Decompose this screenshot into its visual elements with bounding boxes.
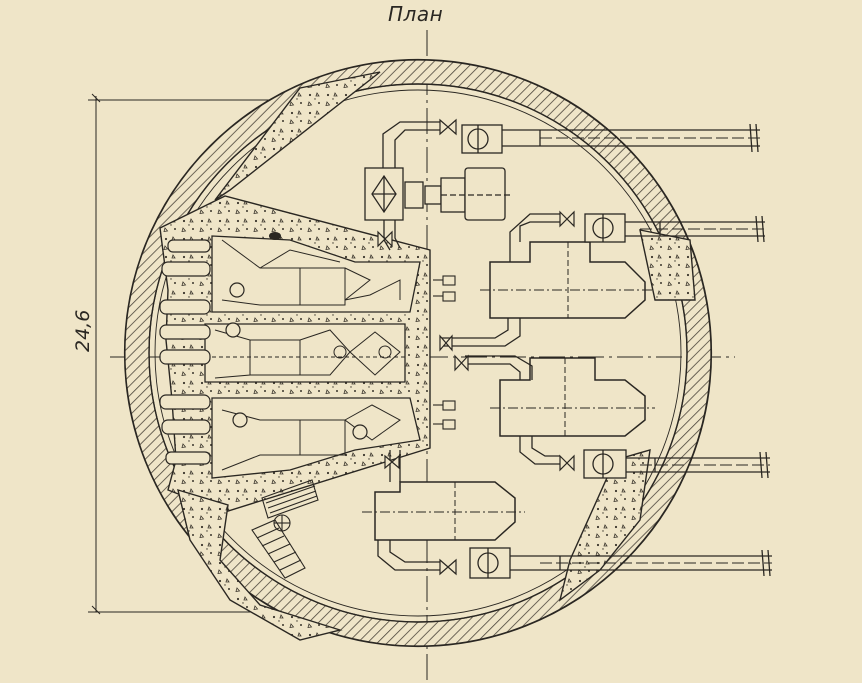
filter-icon	[364, 167, 424, 221]
outlet-pipes	[502, 123, 772, 577]
tank-icon-bottom	[362, 481, 525, 541]
tank-chambers	[204, 235, 421, 479]
motor-icon	[424, 167, 510, 221]
caisson-shell	[123, 58, 713, 648]
dimension-line	[88, 93, 330, 615]
stair-icon	[251, 479, 319, 579]
valve-icon	[377, 118, 575, 576]
piping	[377, 121, 560, 571]
drawing-title: План	[388, 2, 444, 26]
marker-spot	[269, 232, 281, 240]
instrument-boxes	[433, 275, 456, 430]
tank-icon-lower	[490, 357, 655, 437]
tank-icon-upper	[480, 241, 655, 319]
pump-icon	[461, 124, 627, 579]
left-pipe-stubs	[159, 239, 368, 465]
outlet-pipe-centerlines	[540, 137, 772, 564]
